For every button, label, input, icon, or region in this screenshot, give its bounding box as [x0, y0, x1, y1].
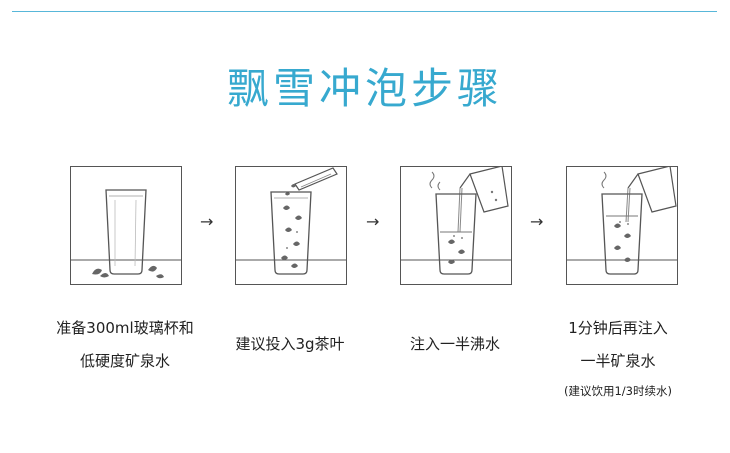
step-1-caption-line-1: 准备300ml玻璃杯和 — [25, 312, 225, 345]
arrow-1: → — [200, 214, 213, 230]
step-4-illustration — [566, 166, 678, 285]
page-title: 飘雪冲泡步骤 — [0, 55, 730, 116]
step-2-caption-line-1: 建议投入3g茶叶 — [200, 328, 380, 361]
arrow-3: → — [530, 214, 543, 230]
step-3-caption: 注入一半沸水 — [365, 328, 545, 361]
step-4-caption: 1分钟后再注入 一半矿泉水 — [528, 312, 708, 378]
step-4-caption-line-2: 一半矿泉水 — [528, 345, 708, 378]
step-2-caption: 建议投入3g茶叶 — [200, 328, 380, 361]
step-3-caption-line-1: 注入一半沸水 — [365, 328, 545, 361]
arrow-2: → — [366, 214, 379, 230]
top-divider — [12, 11, 717, 12]
step-1-caption: 准备300ml玻璃杯和 低硬度矿泉水 — [25, 312, 225, 378]
step-3-illustration — [400, 166, 512, 285]
step-1-caption-line-2: 低硬度矿泉水 — [25, 345, 225, 378]
step-1-illustration — [70, 166, 182, 285]
step-4-caption-line-1: 1分钟后再注入 — [528, 312, 708, 345]
step-4-note: (建议饮用1/3时续水) — [538, 383, 698, 399]
step-2-illustration — [235, 166, 347, 285]
